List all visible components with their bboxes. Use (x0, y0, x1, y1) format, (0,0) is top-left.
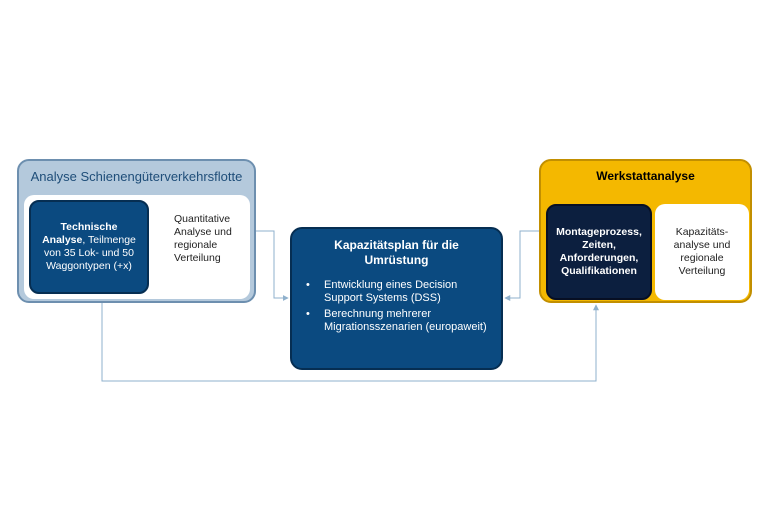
capacity-plan-title: Kapazitätsplan für die Umrüstung (334, 238, 459, 267)
bullet-glyph: • (306, 279, 310, 291)
capacity-analysis-box: Kapazitäts- analyse und regionale Vertei… (655, 204, 749, 300)
bullet-glyph: • (306, 308, 310, 320)
right-group-title: Werkstattanalyse (596, 169, 695, 183)
technical-analysis-bold-text: Technische Analyse (42, 221, 118, 246)
list-item: • Berechnung mehrerer Migrationsszenarie… (306, 308, 496, 334)
connector-right-to-center (504, 230, 539, 301)
right-group-panel: Werkstattanalyse Montageprozess, Zeiten,… (539, 159, 752, 303)
bullet-text: Berechnung mehrerer Migrationsszenarien … (324, 308, 487, 333)
left-group-panel: Analyse Schienengüterverkehrsflotte Tech… (17, 159, 256, 303)
connector-bottom-loop (101, 303, 599, 382)
capacity-analysis-text: Kapazitäts- analyse und regionale Vertei… (673, 226, 731, 277)
assembly-process-text: Montageprozess, Zeiten, Anforderungen, Q… (556, 226, 642, 277)
assembly-process-box: Montageprozess, Zeiten, Anforderungen, Q… (546, 204, 652, 300)
left-group-title: Analyse Schienengüterverkehrsflotte (30, 169, 243, 184)
technical-analysis-text: , Teilmenge von 35 Lok- und 50 Waggontyp… (44, 234, 136, 272)
bullet-text: Entwicklung eines Decision Support Syste… (324, 279, 458, 304)
connector-left-to-center (256, 230, 289, 301)
capacity-plan-box: Kapazitätsplan für die Umrüstung • Entwi… (290, 227, 503, 370)
capacity-plan-bullet-list: • Entwicklung eines Decision Support Sys… (306, 279, 496, 337)
left-group-inner-panel: Technische Analyse, Teilmenge von 35 Lok… (24, 195, 250, 299)
list-item: • Entwicklung eines Decision Support Sys… (306, 279, 496, 305)
technical-analysis-box: Technische Analyse, Teilmenge von 35 Lok… (29, 200, 149, 294)
quantitative-analysis-text: Quantitative Analyse und regionale Verte… (174, 213, 232, 264)
